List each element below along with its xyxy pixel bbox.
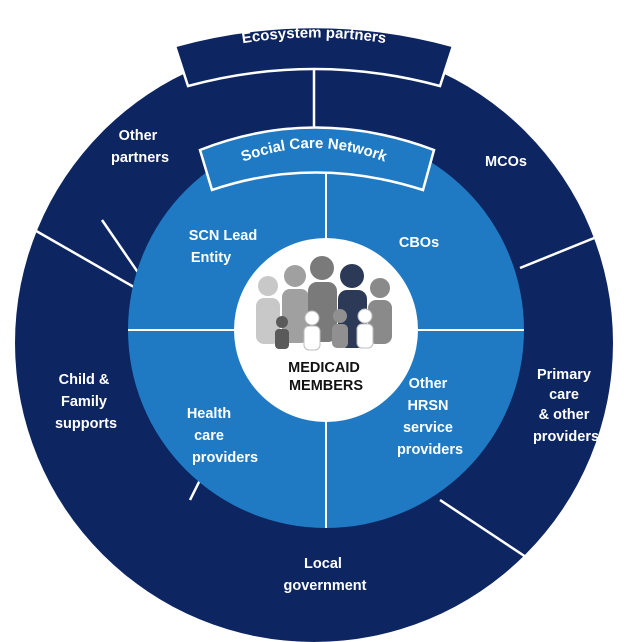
ecosystem-partners-banner: Ecosystem partners [173,24,455,88]
outer-label-local-government: Local government [284,556,367,594]
medicaid-members-label: MEDICAID MEMBERS [288,360,364,394]
social-care-network-banner: Social Care Network [198,126,436,192]
ecosystem-partners-label: Ecosystem partners [241,24,388,47]
outer-label-primary-care: Primary care & other providers [533,367,599,445]
inner-label-cbos: CBOs [399,235,439,251]
people-group-icon [256,256,392,351]
inner-label-other-hrsn: Other HRSN service providers [397,376,463,458]
outer-label-child-family: Child & Family supports [55,372,117,432]
outer-label-other-partners: Other partners [111,128,169,166]
inner-label-health-care: Health care providers [187,406,258,466]
outer-label-mcos: MCOs [485,154,527,170]
inner-label-scn-lead: SCN Lead Entity [189,228,262,266]
